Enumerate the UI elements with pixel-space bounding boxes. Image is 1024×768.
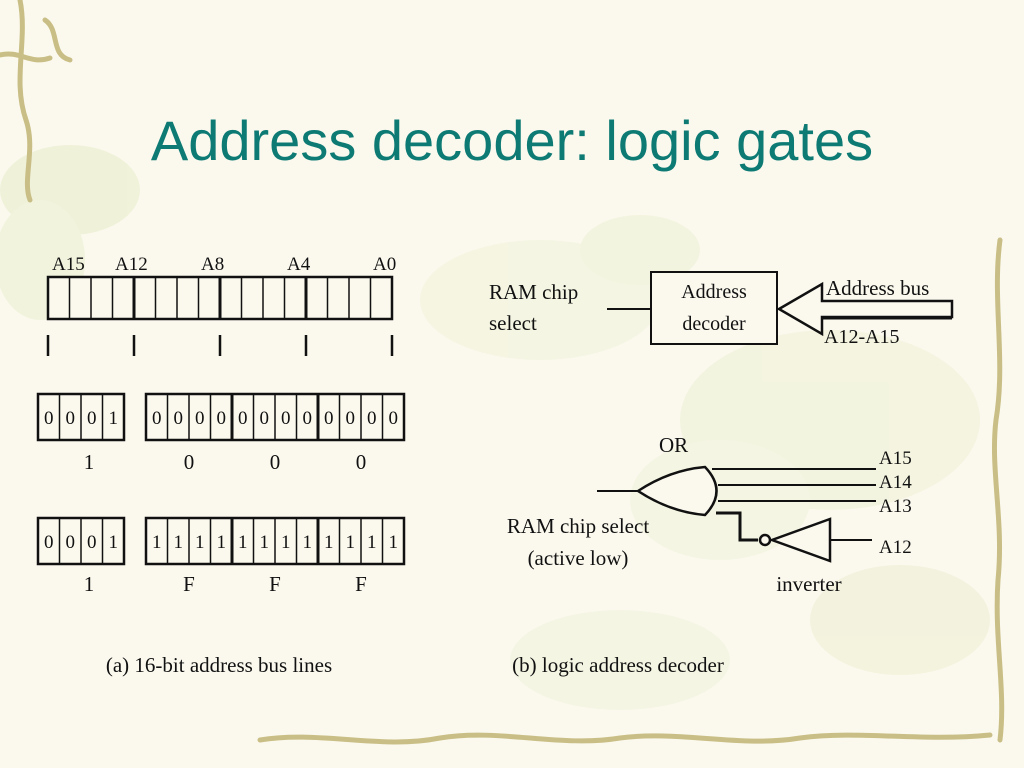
hex-values: 1 0 0 0 bbox=[84, 450, 367, 474]
inverter-gate bbox=[768, 517, 832, 563]
hex-digit: F bbox=[269, 572, 281, 596]
bit-dividers bbox=[58, 394, 384, 440]
inverter-bubble bbox=[758, 533, 772, 547]
hex-values: 1 F F F bbox=[84, 572, 367, 596]
bus-register bbox=[46, 275, 394, 321]
hex-digit: 0 bbox=[356, 450, 367, 474]
bus-label-a12: A12 bbox=[115, 254, 148, 275]
slide-title: Address decoder: logic gates bbox=[150, 109, 874, 172]
bus-label-a8: A8 bbox=[201, 254, 224, 275]
bit-value: 1 bbox=[389, 532, 399, 553]
bit-value: 1 bbox=[281, 532, 291, 553]
logic-gate-decoder: OR bbox=[597, 433, 876, 563]
or-gate-label: OR bbox=[659, 433, 688, 457]
bit-value: 1 bbox=[195, 532, 205, 553]
bit-value: 0 bbox=[195, 408, 205, 429]
bit-value: 1 bbox=[174, 532, 184, 553]
bit-dividers bbox=[58, 518, 384, 564]
decoder-label-2: decoder bbox=[682, 313, 746, 335]
bus-label-a15: A15 bbox=[52, 254, 85, 275]
bit-value: 0 bbox=[66, 532, 76, 553]
address-bus-label: Address bus bbox=[826, 276, 929, 300]
hex-digit: F bbox=[355, 572, 367, 596]
bit-value: 0 bbox=[174, 408, 184, 429]
bus-range-label: A12-A15 bbox=[824, 326, 900, 348]
bit-value: 0 bbox=[238, 408, 248, 429]
bit-value: 0 bbox=[66, 408, 76, 429]
gate-input-labels: A15 A14 A13 A12 bbox=[879, 448, 912, 558]
hex-digit: 0 bbox=[184, 450, 195, 474]
ram-chip-select-label-2: select bbox=[489, 311, 537, 335]
input-label-a12: A12 bbox=[879, 537, 912, 558]
bus-bit-labels: A15 A12 A8 A4 A0 bbox=[52, 254, 396, 275]
bit-value: 0 bbox=[87, 408, 97, 429]
bit-value: 0 bbox=[260, 408, 270, 429]
inverter-output-wire bbox=[716, 511, 758, 542]
bit-value: 1 bbox=[152, 532, 162, 553]
bit-value: 0 bbox=[303, 408, 313, 429]
caption-b: (b) logic address decoder bbox=[512, 653, 724, 677]
input-label-a15: A15 bbox=[879, 448, 912, 469]
input-label-a13: A13 bbox=[879, 496, 912, 517]
bus-label-a0: A0 bbox=[373, 254, 396, 275]
bit-value: 1 bbox=[260, 532, 270, 553]
hex-digit: F bbox=[183, 572, 195, 596]
bit-value: 0 bbox=[44, 408, 54, 429]
input-label-a14: A14 bbox=[879, 472, 912, 493]
bit-value: 1 bbox=[238, 532, 248, 553]
bus-nibble-dividers bbox=[132, 277, 308, 319]
bit-value: 0 bbox=[87, 532, 97, 553]
bit-value: 1 bbox=[303, 532, 313, 553]
bit-value: 1 bbox=[346, 532, 356, 553]
hex-digit: 1 bbox=[84, 450, 95, 474]
address-decoder-box bbox=[650, 271, 778, 345]
bit-value: 0 bbox=[152, 408, 162, 429]
ram-chip-select-label: RAM chip bbox=[489, 280, 578, 304]
bit-value: 1 bbox=[217, 532, 227, 553]
hex-digit: 0 bbox=[270, 450, 281, 474]
bit-value: 0 bbox=[324, 408, 334, 429]
caption-a: (a) 16-bit address bus lines bbox=[106, 653, 332, 677]
bus-label-a4: A4 bbox=[287, 254, 311, 275]
or-gate bbox=[635, 465, 718, 517]
bit-value: 1 bbox=[109, 408, 119, 429]
block-decoder: RAM chip select Address decoder Address … bbox=[489, 271, 954, 348]
bit-value: 0 bbox=[44, 532, 54, 553]
hex-digit: 1 bbox=[84, 572, 95, 596]
address-bus-arrow bbox=[776, 281, 954, 337]
decoder-label: Address bbox=[681, 281, 747, 303]
bit-value: 0 bbox=[389, 408, 399, 429]
bit-value: 0 bbox=[346, 408, 356, 429]
inverter-label: inverter bbox=[776, 572, 841, 596]
bit-value: 0 bbox=[217, 408, 227, 429]
bit-value: 1 bbox=[109, 532, 119, 553]
output-label-2: (active low) bbox=[528, 546, 629, 570]
bus-cell-dividers bbox=[68, 277, 372, 319]
border-vine bbox=[0, 0, 1005, 745]
bit-value: 0 bbox=[367, 408, 377, 429]
bit-value: 1 bbox=[367, 532, 377, 553]
bit-value: 1 bbox=[324, 532, 334, 553]
nibble-markers bbox=[46, 335, 394, 356]
bit-value: 0 bbox=[281, 408, 291, 429]
output-label: RAM chip select bbox=[507, 514, 649, 538]
